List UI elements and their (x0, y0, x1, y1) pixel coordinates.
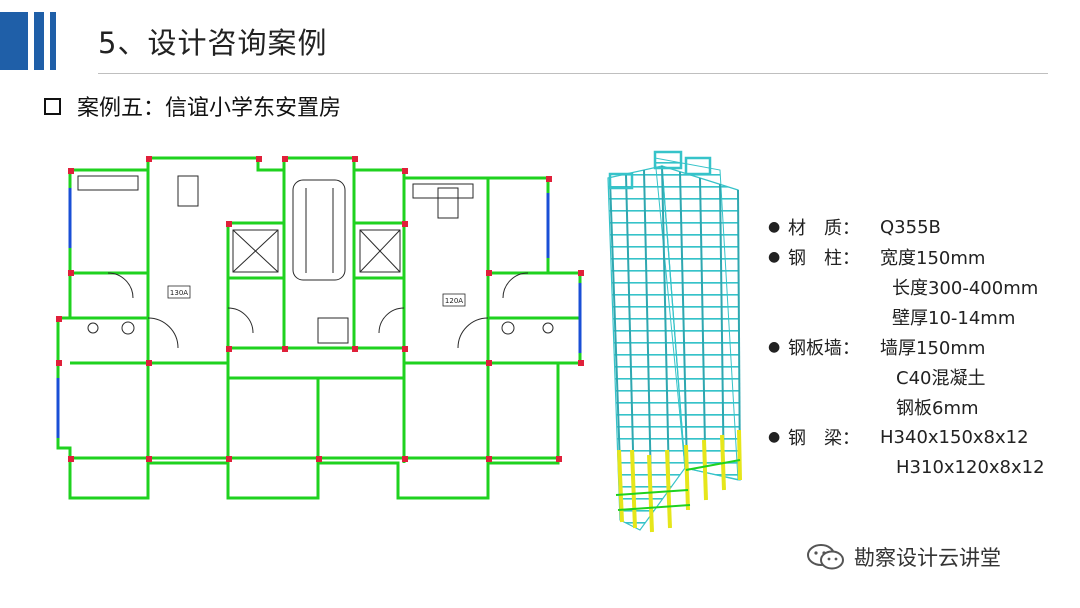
slide-title: 5、设计咨询案例 (98, 26, 328, 60)
floor-plan-drawing: 130A 120A (56, 156, 584, 500)
square-bullet-icon (44, 97, 61, 115)
dot-bullet-icon: ● (768, 219, 781, 235)
spec-steel-beam-2: H310x120x8x12 (896, 456, 1045, 478)
spec-wall-plate: 钢板6mm (896, 398, 979, 419)
case-heading: 案例五：信谊小学东安置房 (44, 90, 341, 122)
header-accent-bars (0, 12, 58, 70)
room-label-2: 120A (445, 297, 463, 305)
spec-wall-concrete: C40混凝土 (896, 368, 986, 389)
steel-tower-3d-model (607, 150, 742, 533)
case-heading-text: 案例五：信谊小学东安置房 (77, 96, 342, 121)
wechat-watermark: 勘察设计云讲堂 (806, 542, 1001, 572)
dot-bullet-icon: ● (768, 429, 781, 445)
dot-bullet-icon: ● (768, 339, 781, 355)
spec-steel-column-length: 长度300-400mm (892, 278, 1039, 299)
wechat-icon (807, 544, 844, 570)
title-divider (98, 73, 1048, 74)
dot-bullet-icon: ● (768, 249, 781, 265)
spec-steel-beam: ● 钢 梁： H340x150x8x12 (768, 426, 1029, 450)
spec-steel-column-thickness: 壁厚10-14mm (892, 308, 1016, 329)
spec-material: ● 材 质： Q355B (768, 216, 941, 240)
watermark-text: 勘察设计云讲堂 (854, 546, 1001, 570)
room-label-1: 130A (170, 289, 188, 297)
spec-steel-plate-wall: ● 钢板墙： 墙厚150mm (768, 338, 986, 359)
spec-list: ● 材 质： Q355B ● 钢 柱： 宽度150mm 长度300-400mm … (768, 212, 1045, 482)
spec-steel-column: ● 钢 柱： 宽度150mm (768, 248, 986, 269)
